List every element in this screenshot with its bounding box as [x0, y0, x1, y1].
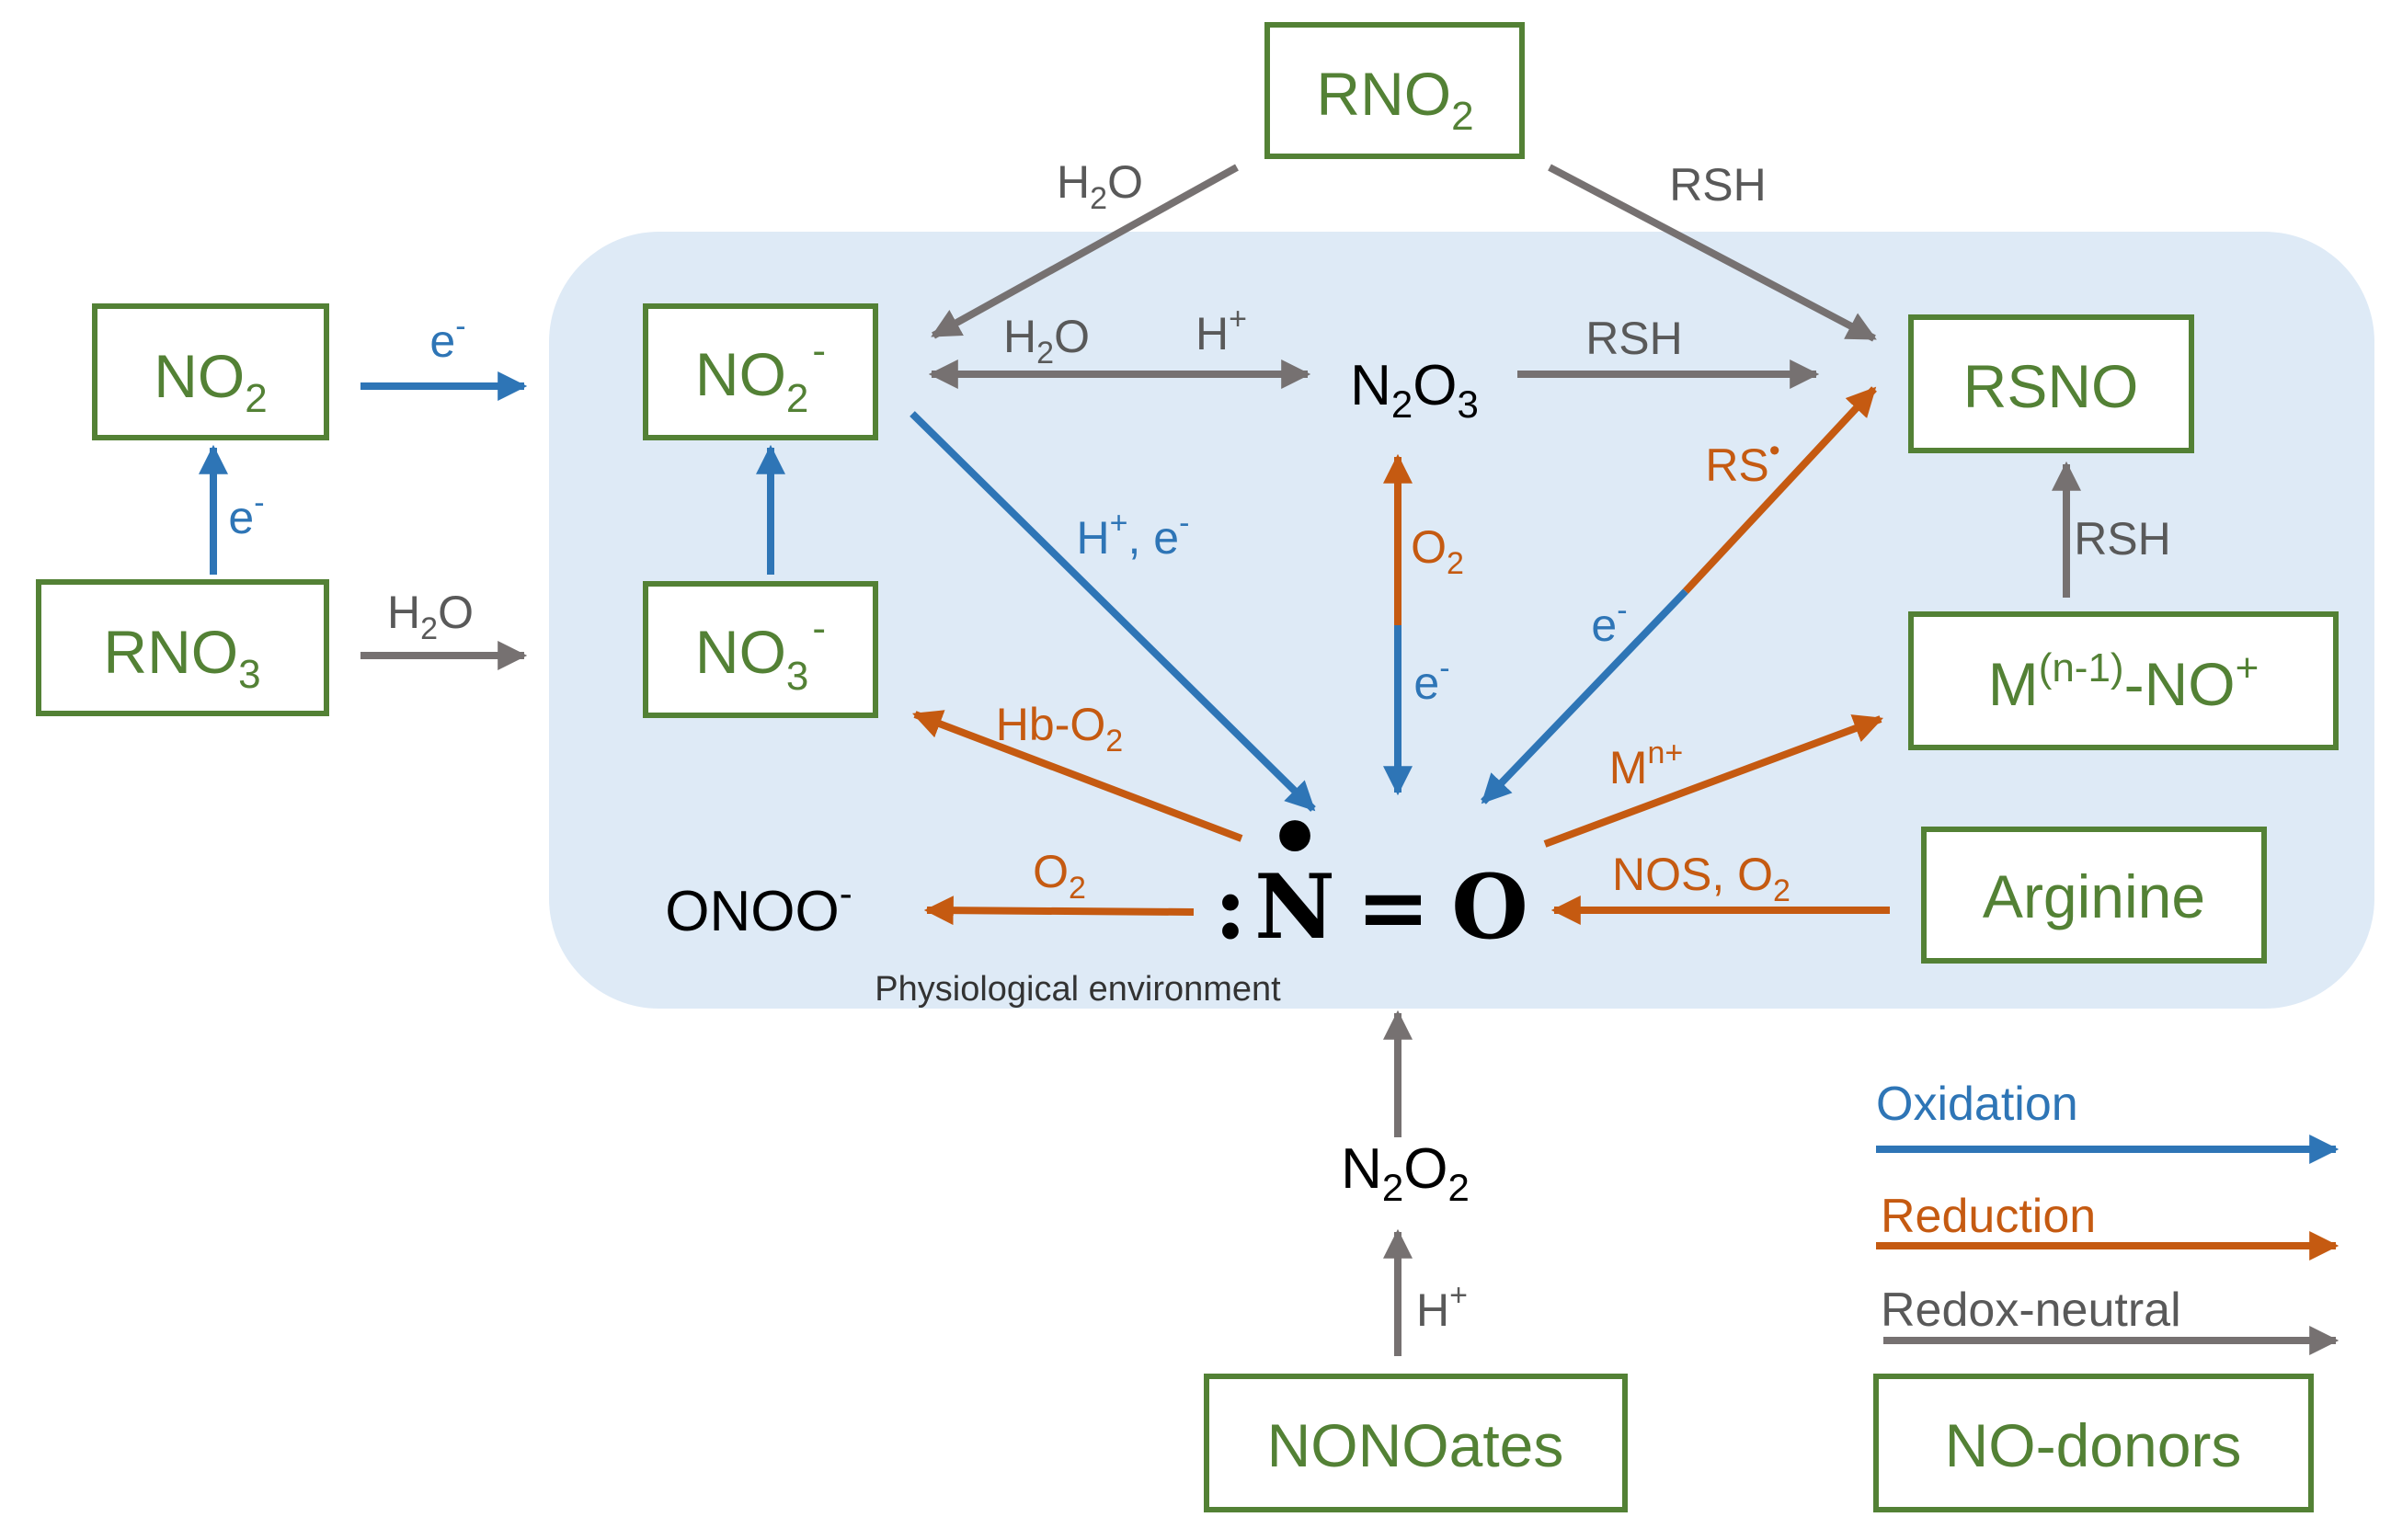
svg-text:Arginine: Arginine [1983, 862, 2205, 930]
label-n2o3-to-no: e- [1413, 651, 1449, 709]
svg-text:NO2-: NO2- [695, 328, 826, 421]
svg-text:M(n-1)-NO+: M(n-1)-NO+ [1988, 645, 2259, 718]
box-arginine: Arginine [1921, 827, 2267, 964]
arrow-no-to-rsno [1683, 386, 1877, 594]
label-rsno-to-no: e- [1591, 593, 1627, 651]
label-rno2-to-no2-minus: H2O [1057, 156, 1143, 216]
nitric-oxide-radical: : N • = O [1214, 786, 1528, 959]
label-rno3-to-environment: H2O [387, 587, 474, 646]
svg-text:RNO3: RNO3 [103, 618, 260, 697]
box-metal-nitrosyl: M(n-1)-NO+ [1908, 611, 2339, 750]
environment-label: Physiological environment [875, 970, 1281, 1009]
svg-text:NO3-: NO3- [695, 606, 826, 699]
box-rno3: RNO3 [36, 579, 329, 716]
svg-text:O: O [1451, 855, 1528, 959]
svg-text:NO2: NO2 [154, 342, 267, 421]
legend-donor-label: NO-donors [1945, 1411, 2242, 1479]
label-no2-minus-n2o3-proton: H+ [1196, 302, 1247, 359]
label-no-to-n2o3: O2 [1411, 521, 1464, 581]
arrow-no-to-no3-minus [912, 710, 1243, 842]
svg-text:RNO2: RNO2 [1316, 60, 1473, 139]
species-n2o2: N2O2 [1341, 1137, 1470, 1209]
svg-text:NONOates: NONOates [1267, 1411, 1564, 1479]
label-no-to-metal-nitrosyl: Mn+ [1609, 736, 1683, 793]
box-rsno: RSNO [1908, 314, 2194, 453]
label-no2-minus-to-no: H+, e- [1077, 506, 1190, 564]
arrow-rsno-to-no [1481, 588, 1688, 804]
label-n2o3-to-rsno: RSH [1585, 313, 1683, 364]
legend-donor-box [1873, 1374, 2314, 1512]
label-no-to-rsno: RS• [1705, 433, 1779, 491]
label-no2-to-no2-minus: e- [429, 309, 465, 367]
box-no3-minus: NO3- [643, 581, 878, 718]
legend-oxidation-label: Oxidation [1876, 1078, 2078, 1131]
species-onoo: ONOO- [665, 872, 852, 943]
arrow-no-to-onoo [923, 895, 1195, 926]
label-metal-to-rsno: RSH [2074, 513, 2171, 565]
label-nonoates-to-n2o2: H+ [1416, 1278, 1468, 1336]
arrow-no2-minus-to-no [909, 411, 1316, 812]
legend: Oxidation Reduction Redox-neutral NO-don… [1873, 1078, 2340, 1512]
box-nonoates: NONOates [1204, 1374, 1628, 1512]
legend-reduction-label: Reduction [1881, 1190, 2096, 1243]
svg-text:=: = [1356, 855, 1430, 959]
label-no-to-onoo: O2 [1033, 846, 1086, 906]
svg-text::: : [1214, 855, 1246, 959]
label-no-to-no3-minus: Hb-O2 [996, 699, 1123, 759]
svg-text:•: • [1266, 786, 1322, 890]
box-no2-minus: NO2- [643, 303, 878, 440]
arrow-rno2-to-rsno [1548, 164, 1877, 342]
svg-text:N: N [1254, 855, 1335, 959]
label-arginine-to-no: NOS, O2 [1612, 849, 1790, 908]
legend-redox-neutral-label: Redox-neutral [1881, 1283, 2181, 1337]
box-no2: NO2 [92, 303, 329, 440]
svg-text:RSNO: RSNO [1963, 352, 2139, 420]
arrow-rno2-to-no2-minus [931, 164, 1239, 339]
arrow-no-to-metal-nitrosyl [1543, 714, 1883, 848]
species-n2o3: N2O3 [1350, 354, 1479, 426]
label-rno2-to-rsno: RSH [1669, 159, 1767, 211]
label-no2-minus-n2o3-water: H2O [1003, 311, 1090, 371]
label-rno3-to-no2: e- [228, 485, 264, 543]
box-rno2: RNO2 [1264, 22, 1525, 159]
